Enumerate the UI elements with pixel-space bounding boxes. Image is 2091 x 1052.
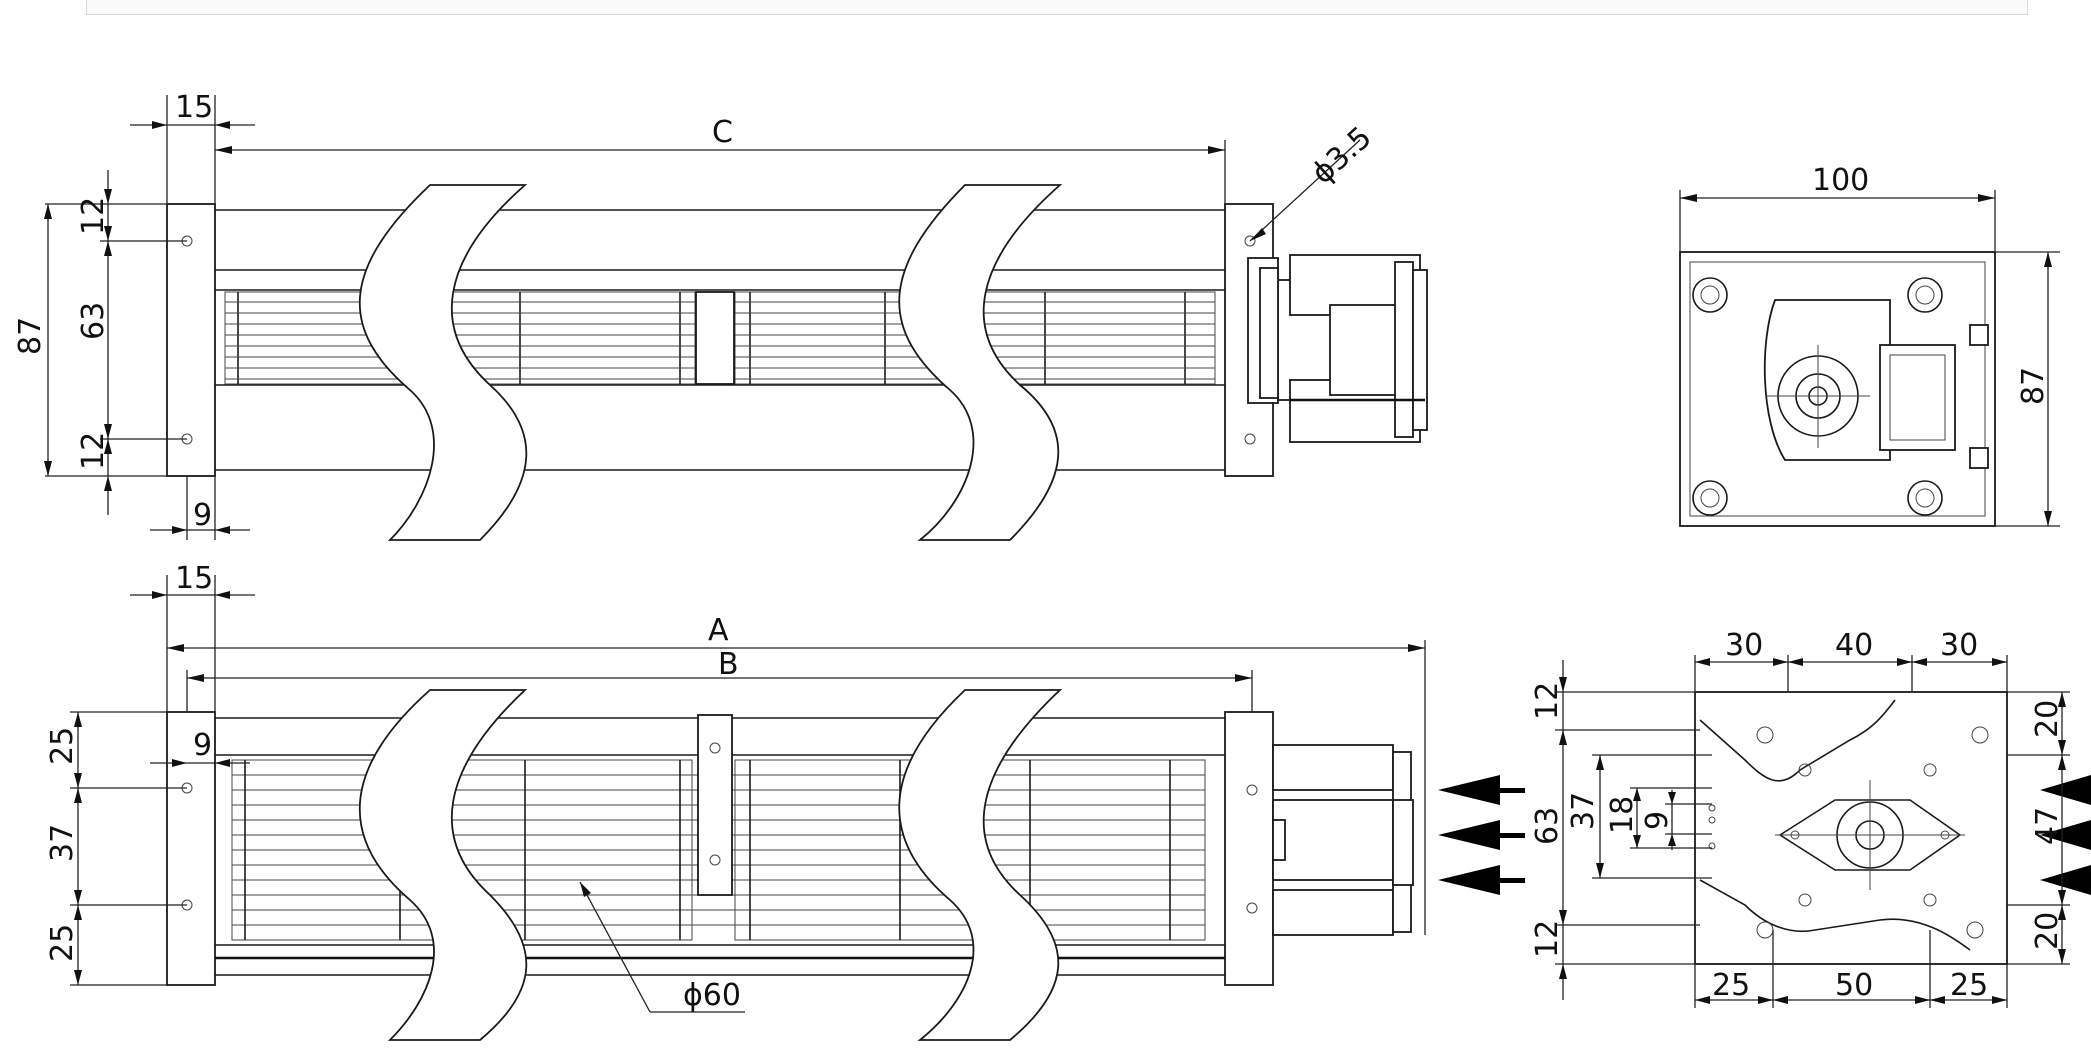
front-view-dim-25-upper: 25 (45, 727, 80, 765)
plate-dim-30-right: 30 (1940, 628, 1978, 663)
plate-dim-25-left: 25 (1712, 968, 1750, 1003)
plate-view-dimensions: 30 40 30 12 63 12 37 18 9 (1530, 628, 2070, 1008)
end-view-dim-87: 87 (2016, 367, 2051, 405)
front-view-break-left (358, 689, 528, 1041)
front-view-dim-9: 9 (193, 728, 212, 763)
plate-dim-63: 63 (1530, 807, 1565, 845)
top-view (166, 184, 1428, 541)
front-view-dim-25-lower: 25 (45, 924, 80, 962)
top-view-dim-12-upper: 12 (76, 197, 111, 235)
top-view-break-right (898, 184, 1063, 541)
plate-dim-18: 18 (1605, 796, 1640, 834)
front-view-dim-impeller: ϕ60 (683, 978, 741, 1013)
airflow-arrows (1438, 775, 2091, 895)
front-view (166, 689, 1414, 1041)
end-view (1679, 251, 1996, 527)
top-view-dim-63: 63 (76, 302, 111, 340)
front-view-right-plate (1224, 711, 1274, 986)
plate-dim-9: 9 (1640, 811, 1675, 830)
top-view-dim-15: 15 (175, 90, 213, 125)
front-view-dim-15: 15 (175, 561, 213, 596)
top-view-motor (1247, 254, 1428, 443)
top-view-dim-9: 9 (193, 498, 212, 533)
end-view-dimensions: 100 87 (1679, 163, 2060, 527)
front-view-impeller (231, 714, 1206, 941)
plate-view (1694, 691, 2008, 965)
plate-dim-25-right: 25 (1950, 968, 1988, 1003)
top-view-break-left (358, 184, 528, 541)
front-view-dim-a: A (708, 613, 729, 648)
plate-dim-37: 37 (1566, 792, 1601, 830)
top-view-dim-c: C (712, 115, 733, 150)
plate-dim-12-lower: 12 (1530, 920, 1565, 958)
plate-dim-50: 50 (1835, 968, 1873, 1003)
front-view-left-plate (166, 711, 216, 986)
end-view-dim-100: 100 (1812, 163, 1869, 198)
front-view-dimensions: 15 A B 9 25 37 25 (45, 561, 1426, 1013)
front-view-dim-37: 37 (45, 824, 80, 862)
top-view-dim-12-lower: 12 (76, 432, 111, 470)
top-view-left-plate (166, 203, 216, 477)
top-view-dim-87: 87 (13, 317, 48, 355)
front-view-dim-b: B (718, 647, 739, 682)
plate-dim-47: 47 (2030, 807, 2065, 845)
front-view-motor (1272, 744, 1414, 936)
plate-dim-30-left: 30 (1725, 628, 1763, 663)
plate-dim-12-upper: 12 (1530, 682, 1565, 720)
plate-dim-20-lower: 20 (2030, 912, 2065, 950)
plate-dim-40: 40 (1835, 628, 1873, 663)
top-border-strip (86, 0, 2028, 15)
front-view-break-right (898, 689, 1063, 1041)
plate-dim-20-upper: 20 (2030, 700, 2065, 738)
